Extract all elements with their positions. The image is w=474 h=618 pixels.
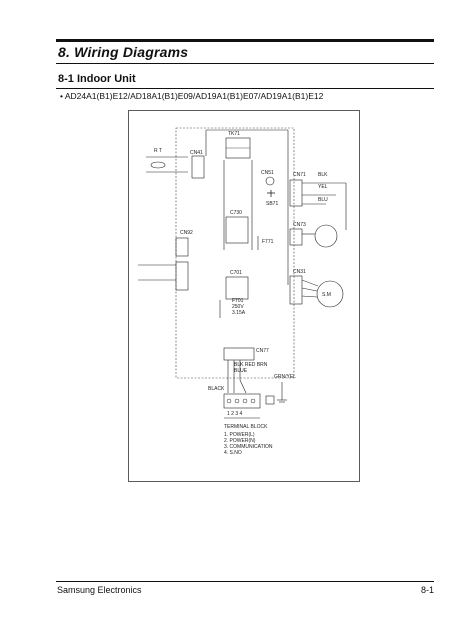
f701-label: F701: [232, 298, 244, 304]
model-list: • AD24A1(B1)E12/AD18A1(B1)E09/AD19A1(B1)…: [60, 91, 324, 101]
legend-item-2: 2. POWER(N): [224, 438, 256, 444]
pcb-outline: [175, 127, 295, 379]
tk71-label: TK71: [228, 131, 240, 137]
subsection-title: 8-1 Indoor Unit: [58, 73, 136, 85]
ground-terminal: [265, 395, 275, 405]
cn41-connector: [191, 155, 205, 179]
cn71-label: CN71: [293, 172, 306, 178]
cn71-connector: [289, 179, 303, 207]
terminal-numbers: 1 2 3 4: [227, 411, 243, 417]
legend-item-4: 4. S.NO: [224, 450, 242, 456]
step-motor-icon: [316, 280, 344, 308]
c701-capacitor: [225, 276, 249, 300]
footer-rule: [56, 581, 434, 582]
cn77-label: CN77: [256, 348, 269, 354]
yel-label: YEL: [318, 184, 328, 190]
footer-company: Samsung Electronics: [57, 585, 142, 595]
f771-label: F771: [262, 239, 274, 245]
terminal-block-title: TERMINAL BLOCK: [224, 424, 268, 430]
legend-item-1: 1. POWER(L): [224, 432, 255, 438]
f701-rating-current: 3.15A: [232, 310, 246, 316]
cn51-connector: [265, 176, 275, 186]
cn41-label: CN41: [190, 150, 203, 156]
diagram-frame: [128, 110, 360, 482]
cn73-connector: [289, 228, 303, 246]
cn51-label: CN51: [261, 170, 274, 176]
cn92-connector: [175, 237, 189, 257]
cn31-label: CN31: [293, 269, 306, 275]
cn77-wire-colors: BLK RED BRN: [234, 362, 268, 368]
c730-label: C730: [230, 210, 242, 216]
cn92-label: CN92: [180, 230, 193, 236]
sb71-label: SB71: [266, 201, 278, 207]
footer-page-number: 8-1: [420, 585, 434, 595]
cn73-label: CN73: [293, 222, 306, 228]
rt-label: R T: [154, 148, 162, 154]
blu-label: BLU: [318, 197, 328, 203]
legend-item-3: 3. COMMUNICATION: [224, 444, 273, 450]
blk-label: BLK: [318, 172, 328, 178]
ground-wire-label: GRN/YEL: [274, 374, 296, 380]
terminal-block: [223, 393, 261, 409]
cn77-connector: [223, 347, 255, 361]
cn31-connector: [289, 275, 303, 305]
fan-motor-icon: [314, 224, 338, 248]
c730-capacitor: [225, 216, 249, 244]
black-wire-label: BLACK: [208, 386, 225, 392]
section-title-rule: [56, 63, 434, 64]
cn77-blue-label: BLUE: [234, 368, 248, 374]
wiring-diagram: R T CN41 TK71 CN51 SB71 C730 F771 CN92 C…: [128, 110, 360, 482]
rt-sensor-icon: [150, 161, 166, 169]
top-rule: [56, 39, 434, 42]
f701-rating-voltage: 250V: [232, 304, 244, 310]
section-title: 8. Wiring Diagrams: [58, 44, 189, 60]
cn92b-connector: [175, 261, 189, 291]
step-motor-label: S.M: [322, 292, 331, 298]
subsection-title-rule: [56, 88, 434, 89]
c701-label: C701: [230, 270, 242, 276]
